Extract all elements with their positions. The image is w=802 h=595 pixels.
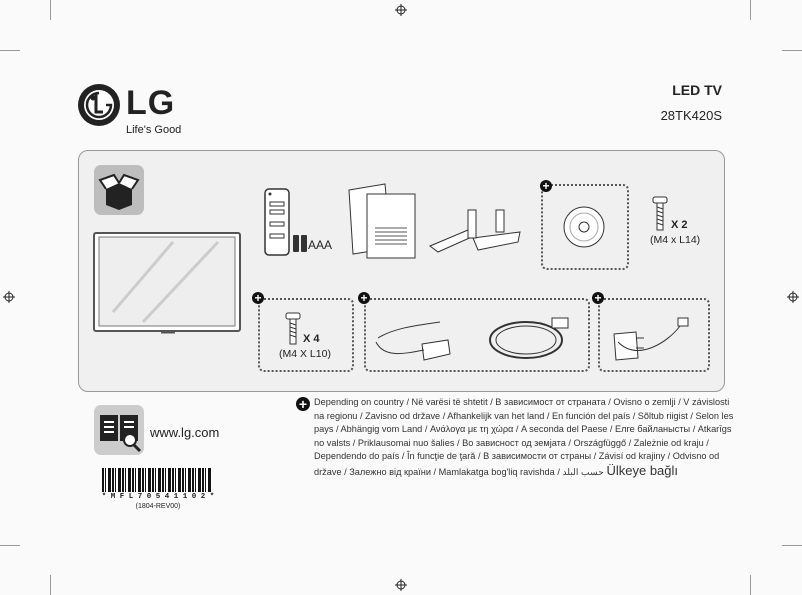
screw-icon [652, 196, 668, 231]
battery-icon [293, 235, 307, 252]
power-cord-icon [489, 317, 569, 359]
cd-icon [563, 206, 605, 248]
wall-screw-quantity: X 4 [303, 333, 320, 345]
brand-name: LG [126, 84, 176, 122]
barcode-revision: (1804-REV00) [135, 503, 181, 510]
stand-screw-quantity: X 2 [671, 219, 688, 231]
model-number: 28TK420S [660, 108, 722, 123]
optional-item-adapter-box [598, 298, 710, 372]
wall-screw-spec: (M4 X L10) [279, 348, 331, 360]
barcode-number: * M F L 7 0 5 4 1 1 0 2 * [101, 493, 215, 501]
product-type: LED TV [672, 82, 722, 98]
plus-icon: + [592, 292, 604, 304]
optional-item-wall-screws-box [258, 298, 354, 372]
screw-icon [285, 312, 301, 345]
crop-mark [782, 50, 802, 51]
brand-tagline: Life's Good [126, 124, 182, 136]
box-icon [94, 165, 144, 215]
registration-mark-icon [395, 4, 407, 16]
note-turkish: Ülkeye bağlı [606, 462, 679, 478]
note-text: Depending on country / Në varësi të shte… [314, 397, 734, 477]
manual-search-icon [94, 405, 144, 455]
barcode [102, 468, 212, 492]
optional-item-cd-box [541, 184, 629, 270]
website-link[interactable]: www.lg.com [150, 425, 220, 440]
crop-mark [782, 545, 802, 546]
manual-documents-icon [348, 183, 416, 259]
ac-adapter-icon [375, 321, 451, 361]
registration-mark-icon [3, 291, 15, 303]
crop-mark [50, 0, 51, 20]
plus-icon: + [358, 292, 370, 304]
lg-logo-icon [78, 84, 120, 126]
plus-icon: + [540, 180, 552, 192]
crop-mark [50, 575, 51, 595]
country-dependent-note: Depending on country / Në varësi të shte… [314, 396, 734, 480]
registration-mark-icon [395, 579, 407, 591]
optional-item-power-box [364, 298, 590, 372]
stand-screw-spec: (M4 x L14) [650, 234, 701, 246]
tv-icon [93, 232, 241, 334]
crop-mark [0, 50, 20, 51]
remote-control-icon [264, 188, 290, 256]
power-adapter-icon [613, 317, 689, 361]
plus-icon: + [296, 397, 310, 411]
registration-mark-icon [787, 291, 799, 303]
crop-mark [0, 545, 20, 546]
crop-mark [750, 0, 751, 20]
crop-mark [750, 575, 751, 595]
stand-icon [429, 209, 521, 253]
plus-icon: + [252, 292, 264, 304]
batteries-label: AAA [308, 238, 333, 252]
